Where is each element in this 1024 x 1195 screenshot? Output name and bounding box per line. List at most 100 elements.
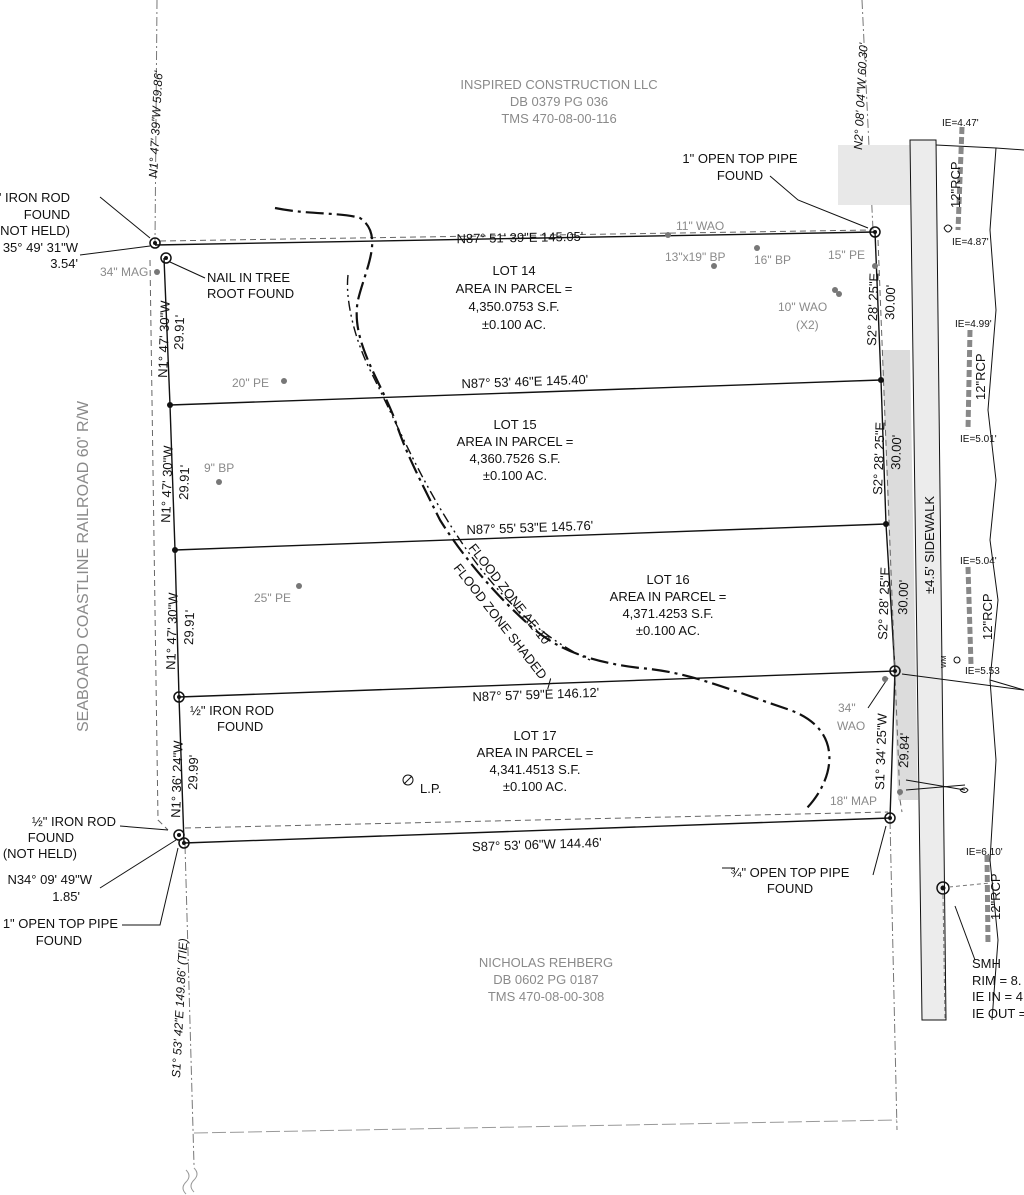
svg-text:¾" OPEN TOP PIPE: ¾" OPEN TOP PIPE	[731, 865, 850, 880]
bearing-14-15: N87° 53' 46"E 145.40'	[461, 372, 588, 391]
svg-text:AREA IN PARCEL =: AREA IN PARCEL =	[610, 589, 727, 604]
ne-pipe-label: 1" OPEN TOP PIPE FOUND	[682, 151, 797, 183]
tree-34-wao-a: 34"	[838, 701, 856, 715]
svg-text:ROOT FOUND: ROOT FOUND	[207, 286, 294, 301]
light-pole-label: L.P.	[420, 781, 441, 796]
svg-text:4,350.0753 S.F.: 4,350.0753 S.F.	[468, 299, 559, 314]
svg-text:FOUND: FOUND	[767, 881, 813, 896]
half-rod-label: ½" IRON ROD FOUND	[190, 703, 274, 734]
water-meter-label: WM	[941, 655, 948, 668]
svg-text:IE OUT =: IE OUT =	[972, 1006, 1024, 1021]
south-owner-tms: TMS 470-08-00-308	[488, 989, 604, 1004]
monuments	[149, 226, 901, 849]
leaders	[79, 175, 1024, 961]
distance-east-1: 30.00'	[882, 285, 898, 321]
break-mark	[182, 1167, 198, 1195]
west-road-label: SEABOARD COASTLINE RAILROAD 60' R/W	[75, 400, 92, 732]
ie-label-4: IE=5.01'	[960, 434, 997, 445]
svg-text:LOT 15: LOT 15	[493, 417, 536, 432]
svg-text:AREA IN PARCEL =: AREA IN PARCEL =	[477, 745, 594, 760]
tree-20-pe: 20" PE	[232, 376, 269, 390]
svg-text:(NOT HELD): (NOT HELD)	[3, 846, 77, 861]
ie-label-7: IE=6.10'	[966, 847, 1003, 858]
tree-9-bp: 9" BP	[204, 461, 234, 475]
rcp-label-2: 12"RCP	[973, 353, 988, 400]
tree-x2: (X2)	[796, 318, 819, 332]
tree-13x19-bp: 13"x19" BP	[665, 250, 726, 264]
svg-text:FOUND: FOUND	[36, 933, 82, 948]
svg-text:AREA IN PARCEL =: AREA IN PARCEL =	[456, 281, 573, 296]
north-owner-name: INSPIRED CONSTRUCTION LLC	[460, 77, 657, 92]
svg-text:FOUND: FOUND	[24, 207, 70, 222]
svg-text:±0.100 AC.: ±0.100 AC.	[503, 779, 567, 794]
distance-west-4: 29.99'	[185, 755, 201, 791]
north-owner-tms: TMS 470-08-00-116	[501, 111, 616, 126]
rcp-label-1: 12"RCP	[948, 161, 963, 208]
lot-16-label: LOT 16 AREA IN PARCEL = 4,371.4253 S.F. …	[610, 572, 727, 638]
tie-ne: N2° 08' 04"W 60.30'	[851, 42, 871, 150]
ie-label-5: IE=5.04'	[960, 556, 997, 567]
svg-text:LOT 14: LOT 14	[492, 263, 535, 278]
south-owner-name: NICHOLAS REHBERG	[479, 955, 613, 970]
svg-text:3.54': 3.54'	[50, 256, 78, 271]
smh-label: SMH RIM = 8. IE IN = 4 IE OUT =	[972, 956, 1024, 1021]
storm-pipes	[955, 126, 991, 946]
fences	[149, 229, 903, 831]
tree-25-pe: 25" PE	[254, 591, 291, 605]
distance-west-2: 29.91'	[176, 465, 192, 501]
light-pole-icon	[402, 774, 414, 786]
sidewalk	[909, 139, 947, 1021]
nail-label: NAIL IN TREE ROOT FOUND	[207, 270, 294, 301]
smh-icon	[936, 881, 950, 895]
tree-15-pe: 15" PE	[828, 248, 865, 262]
south-owner-db: DB 0602 PG 0187	[493, 972, 599, 987]
distance-east-3: 30.00'	[895, 580, 911, 616]
svg-text:35° 49' 31"W: 35° 49' 31"W	[3, 240, 79, 255]
tree-18-map: 18" MAP	[830, 794, 877, 808]
svg-text:±0.100 AC.: ±0.100 AC.	[482, 317, 546, 332]
tie-nw: N1° 47' 39"W 59.86'	[146, 70, 166, 178]
svg-text:LOT 16: LOT 16	[646, 572, 689, 587]
bearing-west-2: N1° 47' 30"W	[158, 445, 176, 524]
svg-text:1" OPEN TOP PIPE: 1" OPEN TOP PIPE	[682, 151, 797, 166]
svg-text:½" IRON ROD: ½" IRON ROD	[190, 703, 274, 718]
street-area	[838, 139, 1024, 1021]
tree-10-wao: 10" WAO	[778, 300, 827, 314]
bearing-16-17: N87° 57' 59"E 146.12'	[472, 685, 599, 704]
bearing-west-1: N1° 47' 30"W	[155, 300, 173, 379]
tree-11-wao: 11" WAO	[676, 219, 724, 233]
adjacent-boundaries	[154, 0, 898, 1195]
svg-text:4,360.7526 S.F.: 4,360.7526 S.F.	[469, 451, 560, 466]
bearing-15-16: N87° 55' 53"E 145.76'	[466, 518, 593, 537]
sidewalk-label: ±4.5' SIDEWALK	[922, 496, 937, 594]
svg-text:IE IN = 4: IE IN = 4	[972, 989, 1023, 1004]
svg-text:⅝" IRON ROD: ⅝" IRON ROD	[0, 190, 70, 205]
distance-east-4: 29.84'	[896, 733, 912, 769]
bearing-east-3: S2° 28' 25"E	[875, 566, 893, 640]
north-owner-db: DB 0379 PG 036	[510, 94, 608, 109]
svg-text:1" OPEN TOP PIPE: 1" OPEN TOP PIPE	[3, 916, 118, 931]
svg-text:½" IRON ROD: ½" IRON ROD	[32, 814, 116, 829]
svg-text:FOUND: FOUND	[28, 830, 74, 845]
tree-16-bp: 16" BP	[754, 253, 791, 267]
water-meter-icon	[953, 656, 961, 664]
bearing-east-2: S2° 28' 25"E	[870, 421, 888, 495]
distance-west-1: 29.91'	[171, 315, 187, 351]
tie-sw: S1° 53' 42"E 149.86' (TIE)	[169, 938, 190, 1078]
lot-17-label: LOT 17 AREA IN PARCEL = 4,341.4513 S.F. …	[477, 728, 594, 794]
distance-east-2: 30.00'	[888, 435, 904, 471]
svg-text:AREA IN PARCEL =: AREA IN PARCEL =	[457, 434, 574, 449]
bearing-east-1: S2° 28' 25"E	[864, 272, 882, 346]
flood-zone-lines	[274, 206, 831, 811]
distance-west-3: 29.91'	[181, 610, 197, 646]
svg-text:4,371.4253 S.F.: 4,371.4253 S.F.	[622, 606, 713, 621]
ie-label-3: IE=4.99'	[955, 319, 992, 330]
svg-text:RIM = 8.: RIM = 8.	[972, 973, 1022, 988]
se-pipe-label: ¾" OPEN TOP PIPE FOUND	[731, 865, 850, 896]
rcp-label-3: 12"RCP	[980, 593, 995, 640]
ie-label-6: IE=5.53	[965, 666, 1000, 677]
bearing-west-3: N1° 47' 30"W	[163, 592, 181, 671]
drain-inlet-icon	[943, 224, 953, 233]
tree-markers	[154, 232, 903, 795]
